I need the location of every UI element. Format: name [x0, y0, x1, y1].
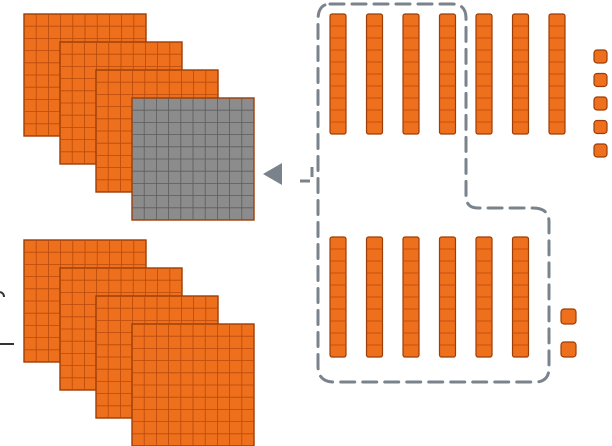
- ten-rod: [549, 14, 565, 134]
- ones-column-bottom-ones: [561, 309, 576, 357]
- unit-cube: [561, 309, 576, 324]
- ten-rod: [476, 237, 492, 357]
- tens-row-bottom-row: [330, 237, 529, 357]
- ten-rod: [513, 14, 529, 134]
- partial-bracket-icon: [0, 292, 14, 344]
- ten-rod: [330, 14, 346, 134]
- bracket-tick-top: [0, 292, 4, 297]
- ten-rod: [440, 237, 456, 357]
- unit-cube: [594, 144, 607, 157]
- ten-rod: [403, 14, 419, 134]
- hundreds-stack-top-group: [24, 14, 254, 220]
- ten-rod: [367, 237, 383, 357]
- ten-rod: [403, 237, 419, 357]
- ten-rod: [440, 14, 456, 134]
- tens-row-top-row: [330, 14, 565, 134]
- unit-cube: [561, 342, 576, 357]
- ten-rod: [513, 237, 529, 357]
- arrow-head-icon: [263, 163, 282, 185]
- hundreds-stack-bottom-group: [24, 240, 254, 446]
- left-pointing-triangle-arrow-icon: [263, 163, 312, 185]
- arrow-connector-line: [300, 163, 312, 181]
- ones-column-top-ones: [594, 50, 607, 157]
- unit-cube: [594, 50, 607, 63]
- ten-rod: [476, 14, 492, 134]
- ten-rod: [367, 14, 383, 134]
- hundred-flat: [132, 324, 254, 446]
- ten-rod: [330, 237, 346, 357]
- unit-cube: [594, 97, 607, 110]
- unit-cube: [594, 121, 607, 134]
- unit-cube: [594, 74, 607, 87]
- hundred-flat-highlighted: [132, 98, 254, 220]
